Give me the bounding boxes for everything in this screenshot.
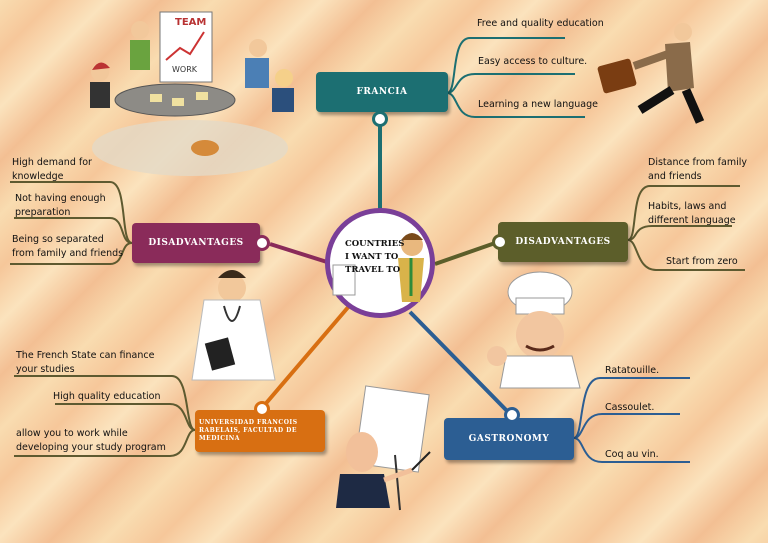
leaf-francia-1: Free and quality education bbox=[477, 18, 604, 29]
central-topic-label: COUNTRIES I WANT TO TRAVEL TO bbox=[345, 239, 405, 275]
gastronomy-branches bbox=[573, 377, 690, 463]
chef-illustration bbox=[487, 271, 581, 389]
leaf-francia-3: Learning a new language bbox=[478, 99, 598, 110]
businessman-illustration bbox=[597, 23, 705, 124]
disadvantages-right-branches bbox=[627, 185, 745, 271]
leaf-disadvantages-right-2: Habits, laws and different language bbox=[648, 201, 736, 226]
leaf-university-3: allow you to work while developing your … bbox=[16, 428, 166, 453]
node-disadvantages-left[interactable]: DISADVANTAGES bbox=[132, 223, 260, 263]
node-university[interactable]: UNIVERSIDAD FRANCOIS RABELAIS, FACULTAD … bbox=[195, 410, 325, 452]
doctor-illustration bbox=[191, 270, 276, 381]
leaf-disadvantages-left-3: Being so separated from family and frien… bbox=[12, 234, 124, 259]
leaf-gastronomy-3: Coq au vin. bbox=[605, 449, 659, 460]
gastronomy-connector-dot bbox=[504, 407, 520, 423]
leaf-disadvantages-left-2: Not having enough preparation bbox=[15, 193, 106, 218]
node-disadvantages-right[interactable]: DISADVANTAGES bbox=[498, 222, 628, 262]
leaf-francia-2: Easy access to culture. bbox=[478, 56, 588, 67]
francia-connector-dot bbox=[372, 111, 388, 127]
university-connector-dot bbox=[254, 401, 270, 417]
connector-disadvantages-left bbox=[269, 242, 328, 264]
node-gastronomy[interactable]: GASTRONOMY bbox=[444, 418, 574, 460]
disadvantages-right-connector-dot bbox=[492, 234, 508, 250]
leaf-disadvantages-left-1: High demand for knowledge bbox=[12, 157, 92, 182]
leaf-disadvantages-right-1: Distance from family and friends bbox=[648, 157, 748, 182]
team-meeting-illustration bbox=[90, 11, 294, 176]
connector-university bbox=[260, 303, 352, 410]
leaf-university-1: The French State can finance your studie… bbox=[16, 350, 155, 375]
work-board-label: WORK bbox=[172, 65, 198, 74]
leaf-gastronomy-2: Cassoulet. bbox=[605, 402, 655, 413]
node-francia[interactable]: FRANCIA bbox=[316, 72, 448, 112]
leaf-gastronomy-1: Ratatouille. bbox=[605, 365, 660, 376]
connector-gastronomy bbox=[408, 310, 514, 418]
teacher-illustration bbox=[336, 385, 431, 511]
university-branches bbox=[14, 375, 196, 457]
leaf-university-2: High quality education bbox=[53, 391, 161, 402]
disadvantages-left-branches bbox=[10, 181, 133, 265]
francia-branches bbox=[446, 37, 585, 118]
disadvantages-left-connector-dot bbox=[254, 235, 270, 251]
team-board-label: TEAM bbox=[175, 17, 207, 28]
leaf-disadvantages-right-3: Start from zero bbox=[666, 256, 738, 267]
connector-disadvantages-right bbox=[434, 240, 499, 266]
